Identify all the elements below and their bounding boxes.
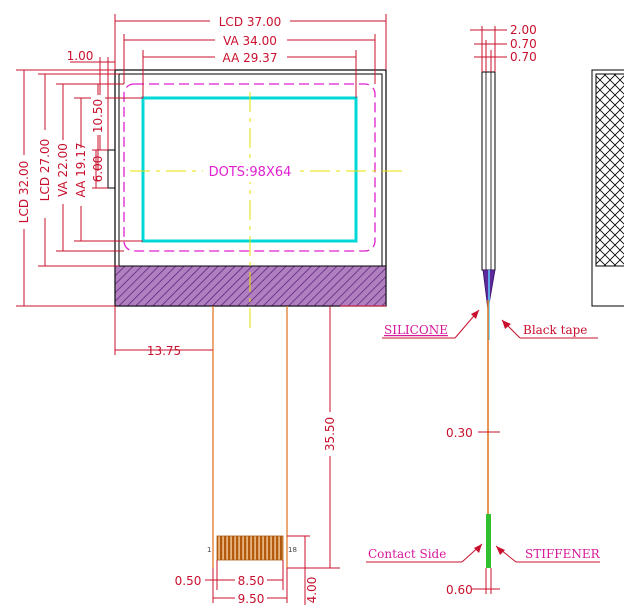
- back-view: [591, 69, 624, 307]
- pin-last-label: 18: [288, 546, 297, 554]
- black-tape-label: Black tape: [523, 323, 587, 337]
- pin-first-label: 1: [207, 546, 211, 554]
- stiffener-thickness-dimension: [472, 568, 500, 594]
- va-outline: [123, 83, 376, 252]
- side-stiffener: [486, 514, 491, 568]
- front-view: DOTS:98X64 LCD 37.00 VA 34.00 AA 29.37 1…: [16, 14, 408, 606]
- contact-width-dim: 8.50: [238, 574, 265, 588]
- dots-label: DOTS:98X64: [209, 165, 292, 180]
- thickness-dimensions: [470, 26, 507, 72]
- side-tab: [107, 149, 116, 189]
- side-glass: [481, 71, 496, 271]
- va-height-dim: VA 22.00: [56, 143, 70, 197]
- glass-top-dim: 0.70: [510, 37, 537, 51]
- fpc-length-dim: 35.50: [323, 417, 337, 451]
- glass-bottom-dim: 0.70: [510, 50, 537, 64]
- fpc-thickness-dim: 0.30: [446, 426, 473, 440]
- lcd-width-dim: LCD 37.00: [219, 15, 281, 29]
- lcd-glass-height-dim: LCD 27.00: [38, 139, 52, 201]
- fpc-offset-dimension: [114, 306, 213, 355]
- back-outline: [591, 69, 624, 307]
- back-crosshatch: [595, 73, 624, 267]
- contact-margin-dim: 0.50: [175, 574, 202, 588]
- va-width-dim: VA 34.00: [223, 34, 277, 48]
- contact-side-label: Contact Side: [368, 547, 446, 561]
- contact-length-dim: 4.00: [305, 577, 319, 604]
- fpc-width-dim: 9.50: [238, 592, 265, 606]
- va-top-offset-dim: 10.50: [91, 99, 105, 133]
- fpc-contacts: [216, 535, 284, 561]
- edge-offset-dim: 1.00: [67, 49, 94, 63]
- stiffener-thickness-dim: 0.60: [446, 583, 473, 597]
- aa-top-offset-dim: 6.00: [91, 156, 105, 183]
- aa-width-dim: AA 29.37: [223, 51, 278, 65]
- lcd-height-dim: LCD 32.00: [17, 161, 31, 223]
- side-view: 2.00 0.70 0.70 SILICONE Black tape 0.30 …: [366, 23, 601, 597]
- stiffener-label: STIFFENER: [525, 547, 601, 561]
- aa-height-dim: AA 19.17: [74, 143, 88, 198]
- fpc-offset-dim: 13.75: [147, 344, 181, 358]
- silicone-label: SILICONE: [384, 323, 448, 337]
- thickness-total-dim: 2.00: [510, 23, 537, 37]
